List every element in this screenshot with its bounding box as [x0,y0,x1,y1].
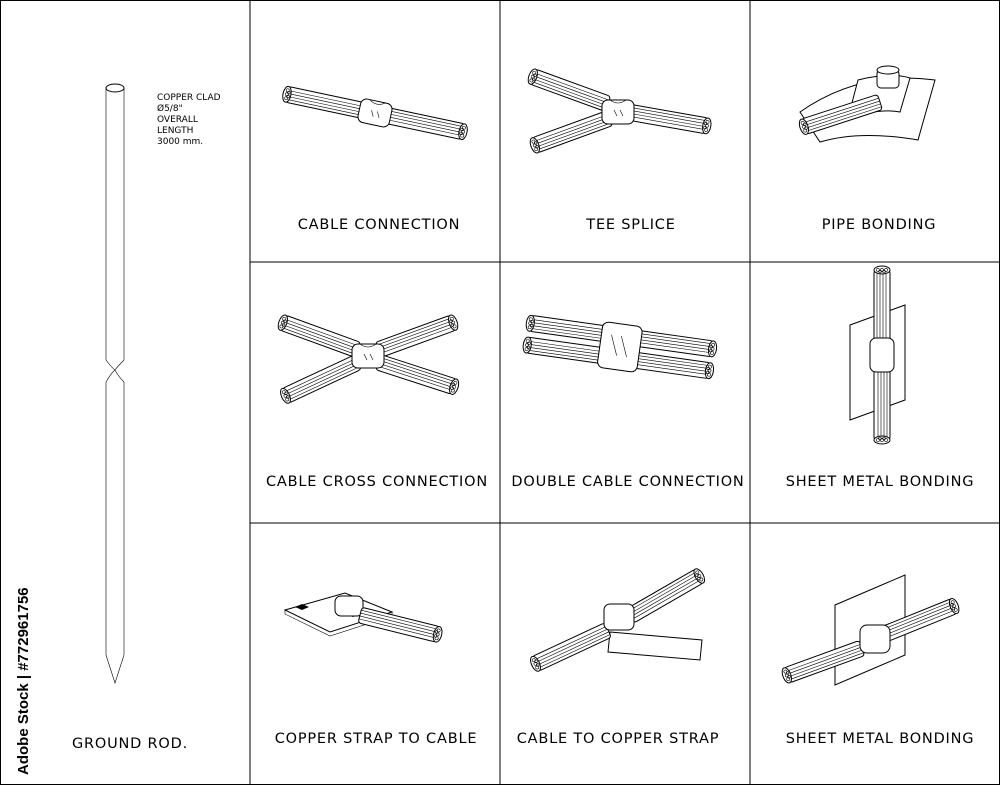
caption-cable-cross-connection: CABLE CROSS CONNECTION [266,474,488,490]
rod-note-line-5: 3000 mm. [157,137,203,147]
caption-copper-strap-to-cable: COPPER STRAP TO CABLE [275,731,478,747]
cable-to-strap-drawing [527,566,708,674]
cable-cross-drawing [275,313,461,406]
caption-tee-splice: TEE SPLICE [585,217,675,233]
rod-note-line-4: LENGTH [157,126,193,136]
sheet-metal-bonding-horizontal-drawing [779,574,962,686]
caption-sheet-metal-bonding-2: SHEET METAL BONDING [786,731,975,747]
caption-cable-to-copper-strap: CABLE TO COPPER STRAP [517,731,720,747]
rod-note-line-1: COPPER CLAD [157,93,221,103]
tee-splice-drawing [525,67,713,155]
sheet-metal-bonding-vertical-drawing [849,265,906,445]
ground-rod-caption: GROUND ROD. [72,736,188,752]
double-cable-drawing [521,314,719,380]
caption-cable-connection: CABLE CONNECTION [298,217,461,233]
caption-sheet-metal-bonding-1: SHEET METAL BONDING [786,474,975,490]
pipe-bonding-drawing [797,65,936,143]
grid-lines [249,0,1000,785]
strap-to-cable-drawing [283,592,444,644]
rod-note-line-2: Ø5/8" [157,103,183,114]
caption-pipe-bonding: PIPE BONDING [822,217,937,233]
rod-note-line-3: OVERALL [157,115,198,125]
ground-rod [105,83,125,684]
cable-connection-drawing [280,85,470,141]
caption-double-cable-connection: DOUBLE CABLE CONNECTION [511,474,744,490]
stock-watermark: Adobe Stock | #772961756 [15,587,32,775]
